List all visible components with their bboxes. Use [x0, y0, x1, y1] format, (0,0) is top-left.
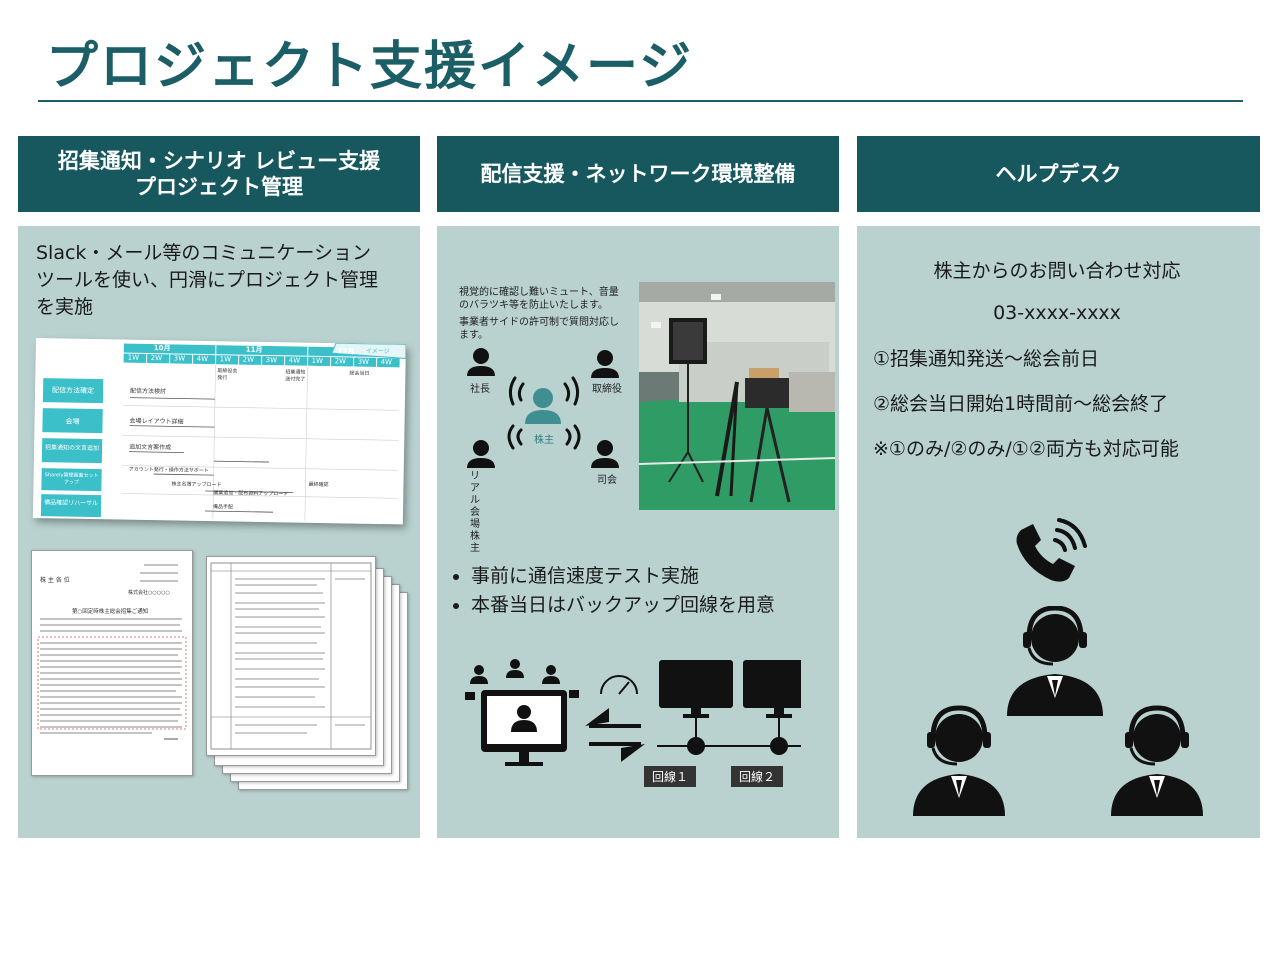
speedometer-icon: [600, 675, 638, 695]
notice-text-lines: [37, 564, 187, 740]
gantt-chart-image: 10月 11月 12月 1W 2W 3W 4W 1W 2W 3W 4W 1W 2…: [32, 338, 407, 525]
line-1-label: 回線１: [644, 766, 697, 787]
operator-headset-icon: [1111, 705, 1203, 816]
gantt-task: 株主名簿アップロード: [171, 481, 222, 489]
video-conference-icon: [465, 659, 579, 766]
gantt-week: 1W: [219, 355, 232, 364]
gantt-task: 会場レイアウト詳細: [129, 417, 184, 426]
column-header-helpdesk: ヘルプデスク: [857, 136, 1260, 212]
gantt-week: 1W: [311, 356, 324, 366]
header-label: 配信支援・ネットワーク環境整備: [480, 162, 796, 186]
panel-helpdesk: 株主からのお問い合わせ対応 03-xxxx-xxxx ①招集通知発送～総会前日 …: [857, 226, 1260, 838]
panel-streaming-support: 視覚的に確認し難いミュート、音量 のバラツキ等を防止いたします。 事業者サイドの…: [437, 226, 839, 838]
helpdesk-hours-2: ②総会当日開始1時間前～総会終了: [873, 393, 1169, 415]
note-line: のバラツキ等を防止いたします。: [459, 300, 608, 311]
gantt-milestone: 総会当日: [349, 370, 370, 377]
operator-headset-icon: [1007, 606, 1103, 716]
gantt-week: 3W: [265, 356, 278, 365]
operator-headset-icon: [913, 705, 1005, 816]
gantt-week: 1W: [127, 353, 140, 362]
monitor-icon: [659, 660, 801, 718]
gantt-week: 3W: [357, 357, 370, 366]
convocation-notice-image: 株 主 各 位 株式会社○○○○○ 第○回定時株主総会招集ご通知: [31, 550, 193, 776]
scenario-table: [210, 562, 372, 750]
panel-description: Slack・メール等のコミュニケーション ツールを使い、円滑にプロジェクト管理 …: [36, 240, 426, 321]
gantt-week: 3W: [173, 354, 186, 363]
bullet-item: 事前に通信速度テスト実施: [471, 562, 775, 591]
header-line-2: プロジェクト管理: [135, 175, 303, 199]
gantt-month: 11月: [245, 345, 263, 354]
bullet-item: 本番当日はバックアップ回線を用意: [471, 591, 775, 620]
gantt-row-label: 配信方法確定: [52, 386, 95, 396]
studio-scene: [639, 282, 835, 510]
exchange-arrows-icon: [589, 724, 641, 746]
phone-icon: [1016, 518, 1087, 582]
studio-photo: [639, 282, 835, 510]
operators-illustration: [913, 606, 1203, 816]
helpdesk-description: 株主からのお問い合わせ対応: [933, 260, 1181, 282]
gantt-week: 2W: [334, 357, 347, 366]
notice-company: 株式会社○○○○○: [128, 590, 170, 596]
role-president: 社長: [470, 384, 490, 395]
helpdesk-note: ※①のみ/②のみ/①②両方も対応可能: [873, 438, 1179, 460]
role-venue-shareholder: リアル会場株主: [470, 471, 480, 554]
note-line: ます。: [459, 330, 488, 341]
helpdesk-phone: 03-xxxx-xxxx: [993, 302, 1121, 324]
column-header-streaming: 配信支援・ネットワーク環境整備: [437, 136, 839, 212]
gantt-milestone: 取締役会発行: [217, 368, 238, 382]
network-bullets: 事前に通信速度テスト実施 本番当日はバックアップ回線を用意: [445, 562, 775, 620]
gantt-row-label: 招集通知の文言追加: [45, 444, 100, 453]
scenario-doc-front: [206, 556, 376, 756]
note-line: 視覚的に確認し難いミュート、音量: [459, 287, 619, 298]
page-title: プロジェクト支援イメージ: [46, 37, 693, 97]
network-diagram: [465, 659, 801, 766]
role-director: 取締役: [592, 384, 622, 395]
gantt-task: 最終確認: [308, 481, 329, 489]
line-2-label: 回線２: [731, 766, 784, 787]
gantt-row-label: Sharely管理画面セットアップ: [44, 472, 99, 486]
gantt-task: 議案追加・配布資料アップロード: [213, 490, 289, 498]
gantt-month: 12月: [337, 347, 355, 356]
role-shareholder: 株主: [534, 435, 554, 446]
gantt-task: 追加文言案作成: [129, 443, 172, 452]
header-label: ヘルプデスク: [995, 162, 1122, 186]
description-line: Slack・メール等のコミュニケーション: [36, 242, 372, 264]
panel-project-management: Slack・メール等のコミュニケーション ツールを使い、円滑にプロジェクト管理 …: [18, 226, 420, 838]
gantt-month: 10月: [153, 344, 171, 353]
notice-recipient: 株 主 各 位: [40, 577, 70, 584]
arrow-left-icon: [585, 708, 609, 726]
gantt-task: 備品手配: [213, 504, 234, 511]
gantt-week: 4W: [288, 356, 301, 365]
gantt-week: 2W: [242, 355, 255, 364]
description-line: を実施: [36, 296, 94, 318]
title-divider: [38, 100, 1243, 102]
moderation-note: 視覚的に確認し難いミュート、音量 のバラツキ等を防止いたします。 事業者サイドの…: [459, 286, 619, 342]
gantt-graphic: [40, 342, 407, 521]
gantt-row-label: 会場: [65, 417, 80, 426]
gantt-milestone: 招集通知送付完了: [285, 369, 306, 383]
header-line-1: 招集通知・シナリオ レビュー支援: [57, 149, 381, 173]
gantt-row-label: 備品確認リハーサル: [44, 499, 99, 508]
role-mc: 司会: [597, 475, 617, 486]
description-line: ツールを使い、円滑にプロジェクト管理: [36, 269, 379, 291]
gantt-corner-tag: イメージ: [365, 347, 390, 356]
gantt-week: 4W: [380, 358, 393, 367]
gantt-task: 配信方法検討: [130, 387, 167, 396]
gantt-week: 2W: [150, 354, 163, 363]
notice-title: 第○回定時株主総会招集ご通知: [72, 609, 149, 615]
helpdesk-hours-1: ①招集通知発送～総会前日: [873, 348, 1100, 370]
participants-diagram: [467, 348, 619, 468]
note-line: 事業者サイドの許可制で質問対応し: [459, 317, 619, 328]
gantt-task: アカウント発行・操作方法サポート: [128, 466, 209, 475]
column-header-review: 招集通知・シナリオ レビュー支援 プロジェクト管理: [18, 136, 420, 212]
gantt-week: 4W: [196, 354, 209, 364]
arrow-right-icon: [621, 744, 645, 762]
